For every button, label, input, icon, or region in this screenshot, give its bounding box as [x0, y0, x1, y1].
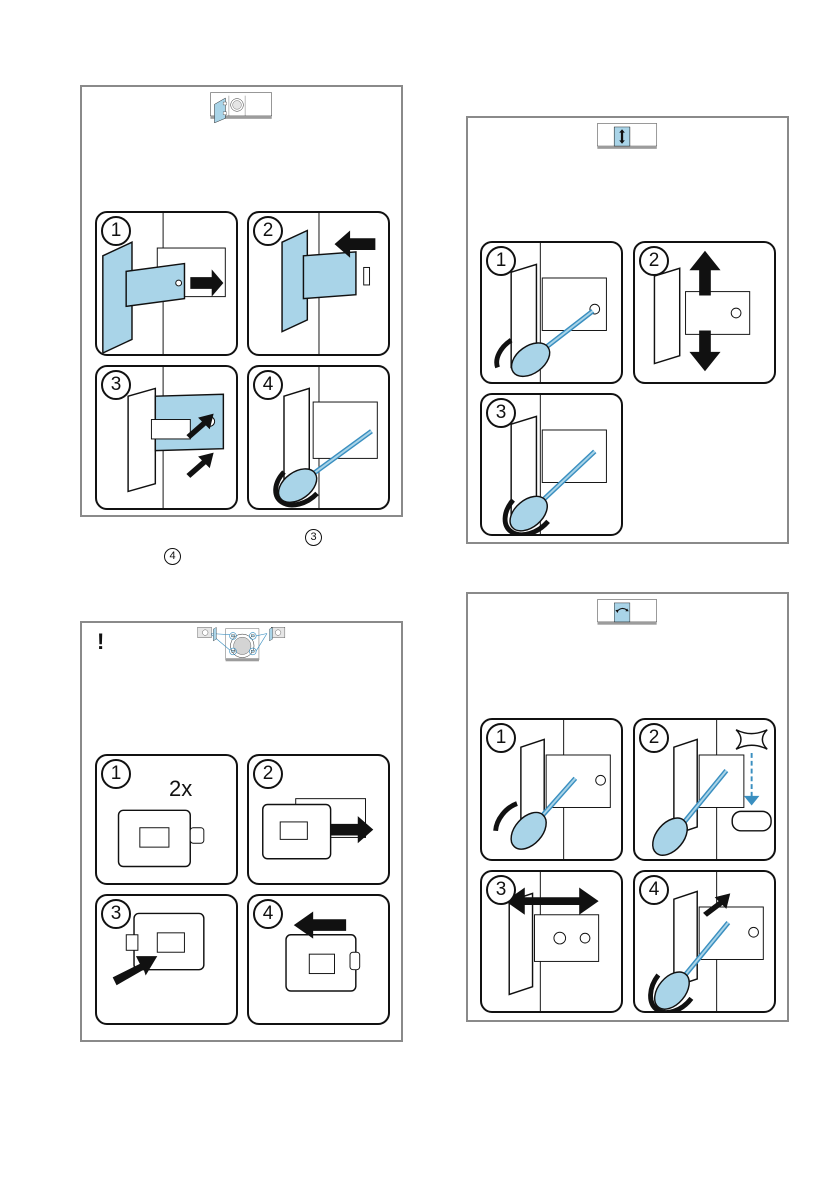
step-panel-2: 2 — [247, 211, 390, 356]
step-number: 1 — [101, 216, 131, 246]
step-number: 2 — [639, 723, 669, 753]
step-panel-1: 1 — [480, 718, 623, 861]
step-panel-4: 4 — [633, 870, 776, 1013]
step-panel-2: 2 — [633, 718, 776, 861]
step-panel-2: 2 — [247, 754, 390, 885]
step-number: 2 — [639, 246, 669, 276]
step-panel-3: 3 — [480, 870, 623, 1013]
step-number: 2 — [253, 759, 283, 789]
step-panel-3: 3 — [95, 365, 238, 510]
figure-lateral-adjustment: 1 2 3 — [466, 592, 789, 1022]
step-number: 1 — [486, 723, 516, 753]
step-number: 3 — [101, 370, 131, 400]
step-number: 1 — [486, 246, 516, 276]
step-number: 4 — [639, 875, 669, 905]
step-panel-3: 3 — [95, 894, 238, 1025]
step-panel-4: 4 — [247, 894, 390, 1025]
step-panel-1: 1 — [95, 211, 238, 356]
figure-hinge-mounting: 1 2 3 4 — [80, 85, 403, 517]
cabinet-open-door-illustration — [82, 87, 401, 212]
step-panel-2: 2 — [633, 241, 776, 384]
step-number: 3 — [486, 875, 516, 905]
caption-ref-step-4: 4 — [164, 548, 181, 565]
bracket-positions-illustration — [82, 623, 401, 753]
step-number: 1 — [101, 759, 131, 789]
step-panel-1: 1 2x — [95, 754, 238, 885]
step-number: 3 — [486, 398, 516, 428]
step-number: 4 — [253, 899, 283, 929]
step-number: 3 — [101, 899, 131, 929]
step-panel-4: 4 — [247, 365, 390, 510]
cabinet-rotate-adjust-illustration — [468, 594, 787, 714]
figure-door-brackets: ! 1 2x 2 — [80, 621, 403, 1042]
caption-ref-step-3: 3 — [305, 529, 322, 546]
step-panel-1: 1 — [480, 241, 623, 384]
step-panel-3: 3 — [480, 393, 623, 536]
cabinet-vertical-adjust-illustration — [468, 118, 787, 238]
figure-height-adjustment: 1 2 3 — [466, 116, 789, 544]
step-number: 4 — [253, 370, 283, 400]
step-number: 2 — [253, 216, 283, 246]
